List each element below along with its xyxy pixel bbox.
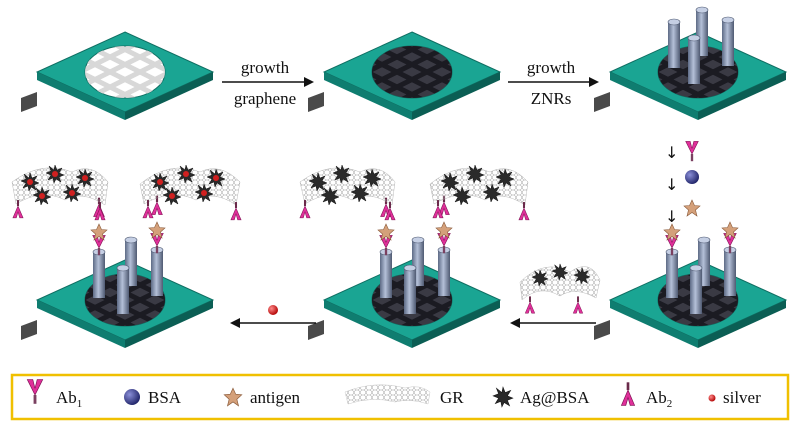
- arrow1-bottom-label: graphene: [234, 89, 296, 108]
- arrow1-top-label: growth: [241, 58, 290, 77]
- svg-text:↓: ↓: [665, 143, 678, 162]
- legend-item-bsa: BSA: [124, 388, 182, 407]
- substrate-zno-nanorods: [593, 6, 787, 121]
- silver-step-icon: [268, 305, 278, 315]
- substrate-final: [20, 195, 214, 349]
- arrow2-top-label: growth: [527, 58, 576, 77]
- legend-gr-label: GR: [440, 388, 464, 407]
- bsa-step-icon: [685, 170, 699, 184]
- svg-text:↓: ↓: [665, 175, 678, 194]
- legend: Ab1 BSA antigen GR Ag@BSA Ab2 silver: [10, 373, 790, 421]
- substrate-graphene-grid: [307, 27, 501, 121]
- substrate-ab1-antigen: [593, 221, 787, 349]
- arrow2-bottom-label: ZNRs: [531, 89, 572, 108]
- legend-ab1-sub: 1: [77, 398, 83, 410]
- legend-item-ab1: Ab1: [26, 379, 82, 410]
- graphene-probe-middle: [299, 164, 530, 221]
- legend-ab2-label: Ab: [646, 388, 667, 407]
- svg-text:Ab1: Ab1: [56, 388, 82, 410]
- bsa-legend-icon: [124, 389, 140, 405]
- legend-item-ab2: Ab2: [620, 381, 672, 410]
- legend-bsa-label: BSA: [148, 388, 182, 407]
- arrow-add-silver: [230, 305, 316, 328]
- legend-ab2-sub: 2: [667, 398, 673, 410]
- arrow-add-probe: [510, 263, 601, 328]
- incubation-steps: ↓ ↓ ↓: [665, 140, 701, 226]
- arrow-growth-graphene: growth graphene: [222, 58, 314, 108]
- silver-legend-icon: [708, 394, 716, 402]
- legend-item-ag-bsa: Ag@BSA: [492, 386, 590, 408]
- svg-text:↓: ↓: [665, 207, 678, 226]
- legend-silver-label: silver: [723, 388, 761, 407]
- substrate-bare-grid: [20, 27, 214, 121]
- legend-ag-bsa-label: Ag@BSA: [520, 388, 590, 407]
- legend-ab1-label: Ab: [56, 388, 77, 407]
- arrow-growth-znrs: growth ZNRs: [508, 58, 599, 108]
- legend-antigen-label: antigen: [250, 388, 301, 407]
- svg-text:Ab2: Ab2: [646, 388, 672, 410]
- substrate-sandwich: [307, 195, 501, 349]
- legend-item-silver: silver: [708, 388, 761, 407]
- legend-item-gr: GR: [344, 384, 464, 407]
- legend-item-antigen: antigen: [223, 387, 301, 407]
- graphene-probe-left: [11, 164, 242, 221]
